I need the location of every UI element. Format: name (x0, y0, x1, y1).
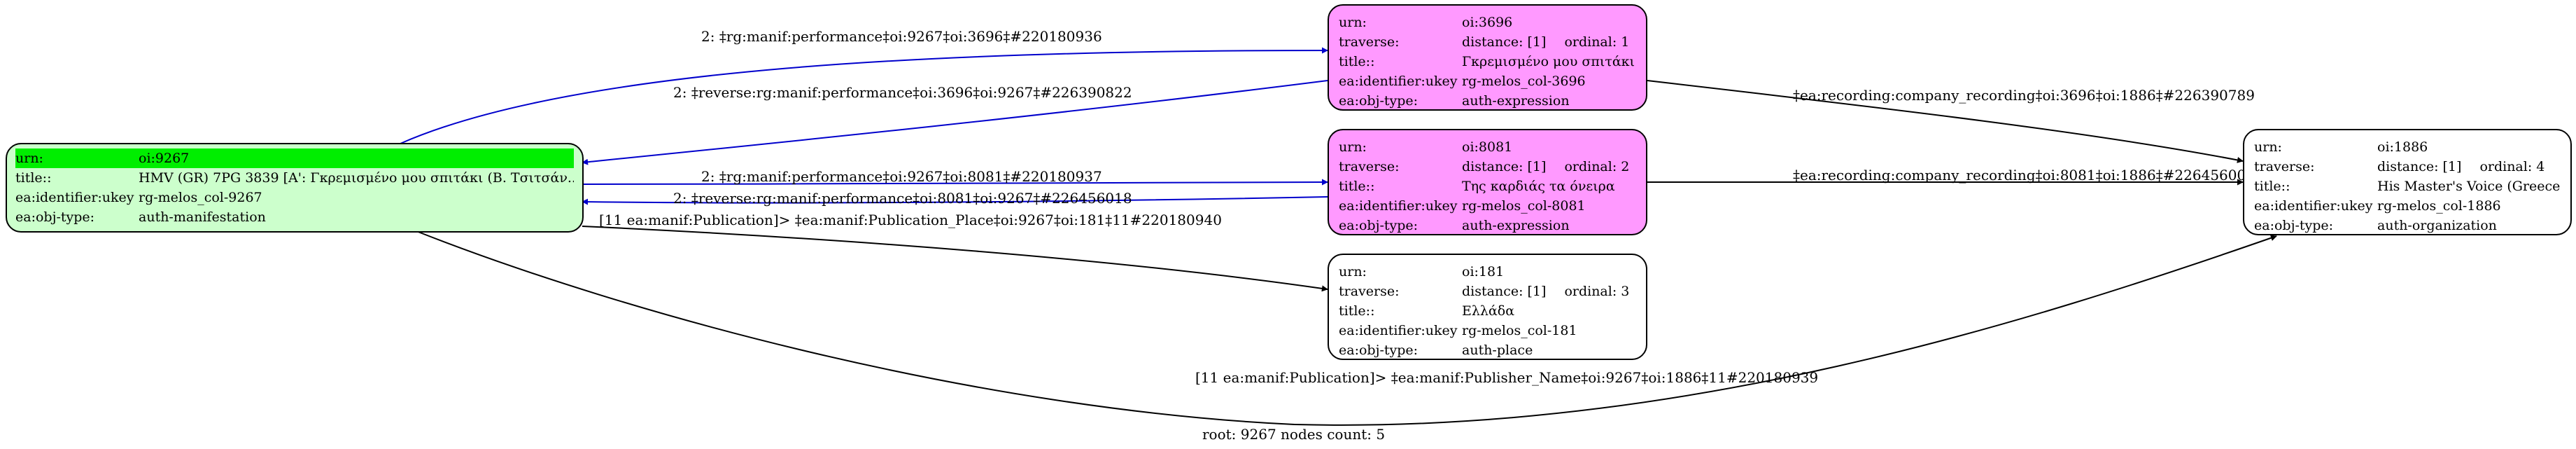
node-key-ukey: ea:identifier:ukey (2254, 198, 2373, 214)
node-key-ukey: ea:identifier:ukey (15, 190, 134, 205)
edge-9267-to-8081 (582, 179, 1328, 186)
node-value-distance: distance: [1] (1462, 34, 1547, 50)
node-oi-181[interactable]: urn: oi:181 traverse: distance: [1] ordi… (1328, 254, 1647, 360)
node-value-objtype: auth-organization (2377, 218, 2497, 233)
node-value-ukey: rg-melos_col-3696 (1462, 74, 1586, 89)
node-row-title: title:: Γκρεμισμένο μου σπιτάκι (1339, 52, 1636, 71)
node-value-urn: oi:181 (1462, 264, 1505, 279)
node-row-ukey: ea:identifier:ukey rg-melos_col-181 (1339, 321, 1636, 340)
node-key-urn: urn: (1339, 139, 1367, 155)
node-row-ukey: ea:identifier:ukey rg-melos_col-1886 (2254, 196, 2561, 216)
node-row-ukey: ea:identifier:ukey rg-melos_col-8081 (1339, 196, 1636, 216)
node-row-urn: urn: oi:9267 (15, 148, 574, 168)
node-row-traverse: traverse: distance: [1] ordinal: 2 (1339, 157, 1636, 177)
node-oi-9267[interactable]: urn: oi:9267 title:: HMV (GR) 7PG 3839 [… (6, 143, 584, 233)
node-row-objtype: ea:obj-type: auth-expression (1339, 91, 1636, 111)
node-value-distance: distance: [1] (1462, 284, 1547, 299)
node-value-ordinal: ordinal: 2 (1564, 159, 1630, 174)
node-key-traverse: traverse: (1339, 34, 1400, 50)
node-value-urn: oi:1886 (2377, 139, 2428, 155)
node-key-objtype: ea:obj-type: (1339, 343, 1419, 358)
node-row-traverse: traverse: distance: [1] ordinal: 1 (1339, 32, 1636, 52)
node-key-urn: urn: (15, 151, 43, 166)
node-value-ordinal: ordinal: 1 (1564, 34, 1630, 50)
node-row-traverse: traverse: distance: [1] ordinal: 4 (2254, 157, 2561, 177)
node-value-title: Ελλάδα (1462, 303, 1515, 319)
node-value-ordinal: ordinal: 3 (1564, 284, 1630, 299)
node-value-objtype: auth-expression (1462, 218, 1570, 233)
node-row-title: title:: Ελλάδα (1339, 301, 1636, 321)
node-row-title: title:: HMV (GR) 7PG 3839 [A': Γκρεμισμέ… (15, 168, 574, 188)
edge-9267-to-181 (582, 226, 1328, 292)
edge-label-company-recording-3696: ‡ea:recording:company_recording‡oi:3696‡… (1793, 87, 2255, 104)
node-value-ukey: rg-melos_col-9267 (139, 190, 262, 205)
node-key-ukey: ea:identifier:ukey (1339, 198, 1458, 214)
node-value-ukey: rg-melos_col-181 (1462, 323, 1577, 338)
node-value-title: His Master's Voice (Greece) (2377, 179, 2561, 194)
node-value-objtype: auth-place (1462, 343, 1533, 358)
node-key-objtype: ea:obj-type: (1339, 218, 1419, 233)
node-key-urn: urn: (1339, 15, 1367, 30)
edge-3696-to-9267 (582, 80, 1328, 165)
edge-3696-to-1886 (1647, 80, 2244, 163)
node-row-ukey: ea:identifier:ukey rg-melos_col-3696 (1339, 71, 1636, 91)
node-value-title: Της καρδιάς τα όνειρα (1462, 179, 1615, 194)
node-row-objtype: ea:obj-type: auth-manifestation (15, 207, 574, 227)
node-key-objtype: ea:obj-type: (2254, 218, 2334, 233)
edge-label-reverse-performance-3696-9267: 2: ‡reverse:rg:manif:performance‡oi:3696… (673, 84, 1132, 101)
node-key-title: title:: (1339, 179, 1375, 194)
node-row-title: title:: Της καρδιάς τα όνειρα (1339, 177, 1636, 196)
node-value-objtype: auth-manifestation (139, 209, 266, 225)
node-row-urn: urn: oi:181 (1339, 262, 1636, 282)
node-value-ukey: rg-melos_col-8081 (1462, 198, 1586, 214)
node-key-traverse: traverse: (1339, 284, 1400, 299)
node-value-ukey: rg-melos_col-1886 (2377, 198, 2501, 214)
node-key-traverse: traverse: (2254, 159, 2315, 174)
node-value-urn: oi:3696 (1462, 15, 1513, 30)
edge-9267-to-1886 (416, 230, 2277, 426)
node-oi-8081[interactable]: urn: oi:8081 traverse: distance: [1] ord… (1328, 129, 1647, 235)
node-row-objtype: ea:obj-type: auth-expression (1339, 216, 1636, 235)
node-value-title: Γκρεμισμένο μου σπιτάκι (1462, 54, 1635, 69)
node-row-urn: urn: oi:1886 (2254, 137, 2561, 157)
node-value-urn: oi:8081 (1462, 139, 1513, 155)
node-value-distance: distance: [1] (2377, 159, 2462, 174)
edge-label-company-recording-8081: ‡ea:recording:company_recording‡oi:8081‡… (1793, 167, 2255, 184)
node-key-ukey: ea:identifier:ukey (1339, 74, 1458, 89)
node-key-title: title:: (1339, 303, 1375, 319)
node-row-urn: urn: oi:8081 (1339, 137, 1636, 157)
node-value-urn: oi:9267 (139, 151, 190, 166)
edge-label-publication-place: [11 ea:manif:Publication]> ‡ea:manif:Pub… (599, 212, 1222, 228)
edge-9267-to-3696 (400, 47, 1328, 144)
node-row-objtype: ea:obj-type: auth-organization (2254, 216, 2561, 235)
node-key-title: title:: (15, 170, 52, 186)
node-oi-1886[interactable]: urn: oi:1886 traverse: distance: [1] ord… (2243, 129, 2572, 235)
graph-footer: root: 9267 nodes count: 5 (1202, 426, 1386, 443)
node-key-urn: urn: (2254, 139, 2282, 155)
node-row-ukey: ea:identifier:ukey rg-melos_col-9267 (15, 188, 574, 207)
node-key-traverse: traverse: (1339, 159, 1400, 174)
node-key-urn: urn: (1339, 264, 1367, 279)
node-key-objtype: ea:obj-type: (1339, 93, 1419, 109)
edge-label-performance-9267-3696: 2: ‡rg:manif:performance‡oi:9267‡oi:3696… (701, 28, 1102, 45)
node-value-title: HMV (GR) 7PG 3839 [A': Γκρεμισμένο μου σ… (139, 170, 574, 186)
node-row-urn: urn: oi:3696 (1339, 13, 1636, 32)
node-row-objtype: ea:obj-type: auth-place (1339, 340, 1636, 360)
node-key-title: title:: (2254, 179, 2290, 194)
edge-label-publisher-name: [11 ea:manif:Publication]> ‡ea:manif:Pub… (1195, 369, 1819, 386)
edge-label-reverse-performance-8081-9267: 2: ‡reverse:rg:manif:performance‡oi:8081… (673, 190, 1132, 207)
node-key-title: title:: (1339, 54, 1375, 69)
node-key-ukey: ea:identifier:ukey (1339, 323, 1458, 338)
node-row-traverse: traverse: distance: [1] ordinal: 3 (1339, 282, 1636, 301)
node-value-ordinal: ordinal: 4 (2479, 159, 2545, 174)
node-key-objtype: ea:obj-type: (15, 209, 95, 225)
node-value-objtype: auth-expression (1462, 93, 1570, 109)
edge-8081-to-9267 (582, 196, 1328, 205)
node-oi-3696[interactable]: urn: oi:3696 traverse: distance: [1] ord… (1328, 4, 1647, 111)
node-row-title: title:: His Master's Voice (Greece) (2254, 177, 2561, 196)
edge-label-performance-9267-8081: 2: ‡rg:manif:performance‡oi:9267‡oi:8081… (701, 168, 1102, 185)
node-value-distance: distance: [1] (1462, 159, 1547, 174)
